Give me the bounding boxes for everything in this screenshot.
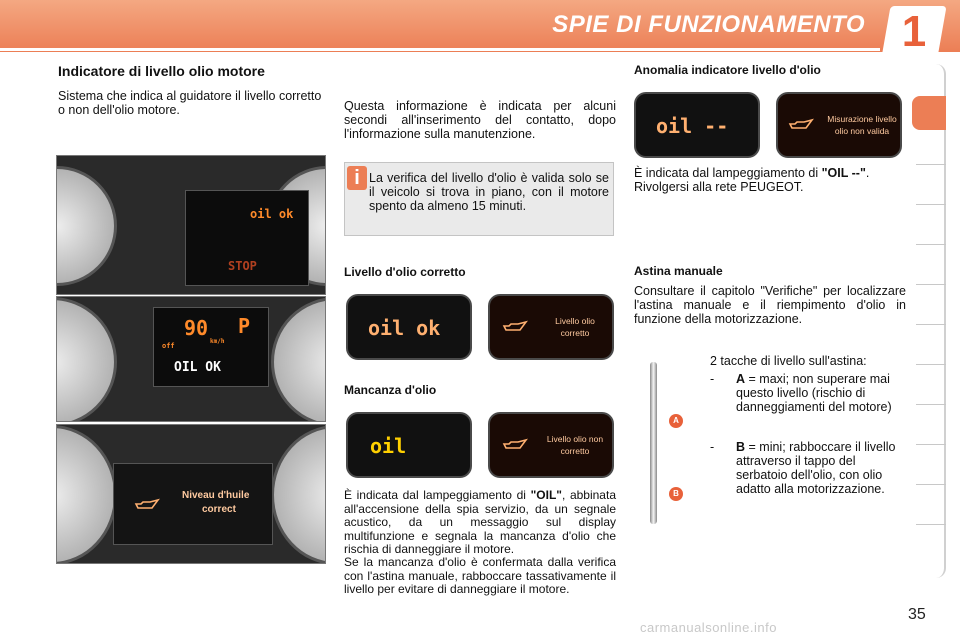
watermark: carmanualsonline.info — [640, 620, 777, 635]
lcd-anomaly-message: Misurazione livello olio non valida — [776, 92, 902, 158]
chapter-tab[interactable] — [916, 404, 946, 405]
list-dash: - — [710, 372, 715, 386]
text-run: = mini; rabboccare il livello attraverso… — [736, 440, 896, 496]
lcd-text: oil — [370, 434, 407, 458]
oil-code: "OIL" — [530, 488, 562, 502]
oil-can-icon — [134, 498, 160, 512]
oil-can-icon — [502, 320, 528, 334]
dashboard-photo-1: oil ok STOP — [56, 155, 326, 295]
chapter-badge: 1 — [881, 6, 947, 58]
display-intro-text: Questa informazione è indicata per alcun… — [344, 99, 616, 141]
section-title: Indicatore di livello olio motore — [58, 63, 265, 79]
chapter-tab[interactable] — [916, 524, 946, 525]
gauge-dial — [57, 166, 117, 286]
cluster-display: off 90 km/h P OIL OK — [153, 307, 269, 387]
oil-lack-text: È indicata dal lampeggiamento di "OIL", … — [344, 488, 616, 557]
chapter-tab[interactable] — [916, 444, 946, 445]
gauge-dial — [271, 297, 325, 421]
lcd-text: oil -- — [656, 114, 729, 138]
lcd-oil-ok: oil ok — [346, 294, 472, 360]
gauge-dial — [57, 425, 117, 563]
gauge-dial — [57, 297, 117, 421]
lcd-label-2: corretto — [560, 446, 590, 456]
lcd-oil: oil — [346, 412, 472, 478]
chapter-number: 1 — [901, 7, 927, 56]
chapter-tab[interactable] — [916, 204, 946, 205]
oil-code: "OIL --" — [821, 166, 866, 180]
text-run: = maxi; non superare mai questo livello … — [736, 372, 892, 414]
stop-warning: STOP — [228, 259, 257, 273]
dipstick-image — [650, 362, 657, 524]
text-run: È indicata dal lampeggiamento di — [344, 488, 531, 502]
dipstick-item-b: B = mini; rabboccare il livello attraver… — [736, 440, 906, 496]
chapter-tab[interactable] — [916, 324, 946, 325]
display-line-2: correct — [202, 504, 236, 515]
page-number: 35 — [908, 606, 926, 623]
lcd-label-1: Misurazione livello — [827, 114, 897, 124]
display-speed: 90 — [184, 316, 209, 340]
intro-text: Sistema che indica al guidatore il livel… — [58, 89, 322, 117]
dipstick-mark-a: A — [669, 414, 683, 428]
dashboard-photo-3: Niveau d'huile correct — [56, 424, 326, 564]
chapter-tab[interactable] — [916, 364, 946, 365]
text-run: . Rivolgersi alla rete PEUGEOT. — [634, 166, 870, 194]
chapter-tab-active[interactable] — [912, 96, 946, 130]
display-off: off — [162, 342, 175, 350]
page-header: SPIE DI FUNZIONAMENTO — [0, 0, 960, 52]
lcd-label-2: corretto — [560, 328, 590, 338]
text-run: È indicata dal lampeggiamento di — [634, 166, 822, 180]
dipstick-text: Consultare il capitolo "Verifiche" per l… — [634, 284, 906, 326]
info-box: i La verifica del livello d'olio è valid… — [344, 162, 614, 236]
key-a: A — [736, 372, 746, 386]
lcd-text: oil ok — [368, 316, 441, 340]
display-line-1: Niveau d'huile — [182, 490, 250, 501]
oil-can-icon — [502, 438, 528, 452]
info-icon: i — [347, 166, 367, 190]
dipstick-notches: 2 tacche di livello sull'astina: — [710, 354, 867, 368]
header-line — [0, 48, 880, 51]
chapter-tabs — [912, 64, 946, 578]
chapter-tab[interactable] — [916, 284, 946, 285]
key-b: B — [736, 440, 746, 454]
anomaly-title: Anomalia indicatore livello d'olio — [634, 63, 821, 77]
chapter-tab[interactable] — [916, 164, 946, 165]
oil-lack-text-2: Se la mancanza d'olio è confermata dalla… — [344, 555, 616, 596]
page-title: SPIE DI FUNZIONAMENTO — [552, 11, 865, 38]
cluster-display: oil ok STOP — [185, 190, 309, 286]
display-unit: km/h — [210, 338, 225, 345]
correct-level-title: Livello d'olio corretto — [344, 265, 466, 279]
display-text: OIL OK — [174, 360, 221, 375]
list-dash: - — [710, 440, 715, 454]
text-run: , abbinata all'accensione della spia ser… — [344, 488, 616, 556]
oil-can-icon — [788, 118, 814, 132]
lcd-oil-ok-message: Livello olio corretto — [488, 294, 614, 360]
lcd-oil-dashes: oil -- — [634, 92, 760, 158]
display-gear: P — [238, 314, 251, 338]
lcd-label-2: olio non valida — [834, 126, 890, 136]
oil-lack-title: Mancanza d'olio — [344, 383, 437, 397]
lcd-label-1: Livello olio non — [546, 434, 604, 444]
dipstick-mark-b: B — [669, 487, 683, 501]
dipstick-item-a: A = maxi; non superare mai questo livell… — [736, 372, 906, 414]
dashboard-photo-2: off 90 km/h P OIL OK — [56, 296, 326, 422]
anomaly-text: È indicata dal lampeggiamento di "OIL --… — [634, 166, 906, 194]
dipstick-title: Astina manuale — [634, 264, 723, 278]
gauge-dial — [271, 425, 325, 563]
lcd-oil-lack-message: Livello olio non corretto — [488, 412, 614, 478]
chapter-tab[interactable] — [916, 484, 946, 485]
chapter-tab[interactable] — [916, 244, 946, 245]
cluster-display: Niveau d'huile correct — [113, 463, 273, 545]
display-text: oil ok — [250, 207, 294, 221]
lcd-label-1: Livello olio — [555, 316, 595, 326]
info-text: La verifica del livello d'olio è valida … — [369, 171, 609, 213]
